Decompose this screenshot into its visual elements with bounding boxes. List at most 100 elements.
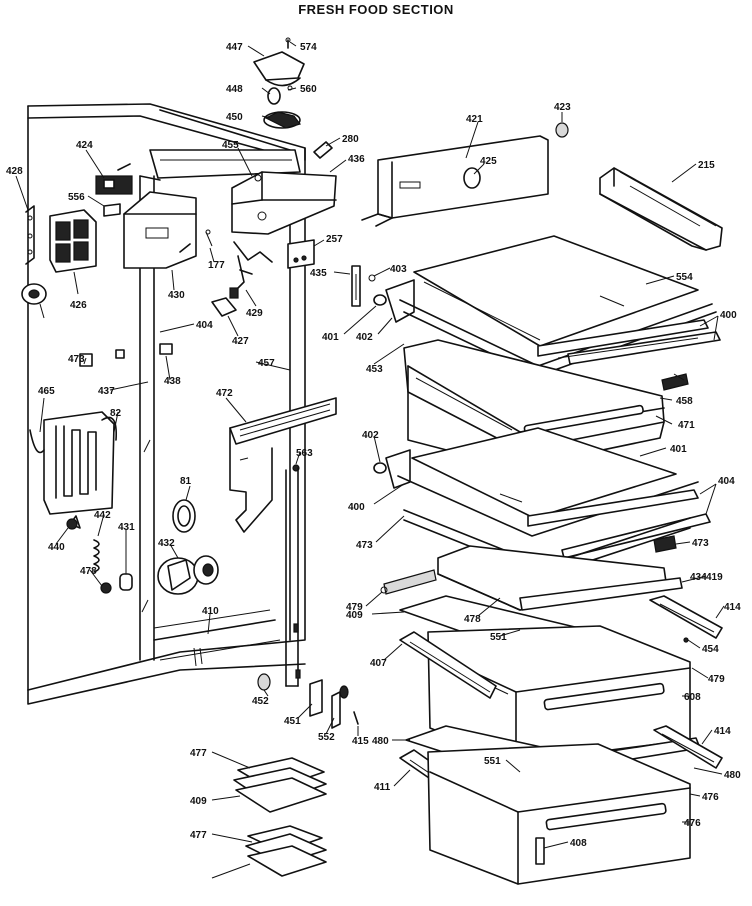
wire-harness [229,241,273,299]
terminal-block [287,239,315,269]
callout-473: 473 [692,538,709,549]
callout-434: 434 [690,572,707,583]
callout-458: 458 [676,396,693,407]
upper-glass-shelf [399,235,721,377]
callout-401: 401 [670,444,687,455]
part-438b [115,349,125,359]
callout-454: 454 [702,644,719,655]
shelf-frame-upper [373,279,415,323]
callout-410: 410 [202,606,219,617]
crisper-cover-frame [380,545,683,611]
callout-431: 431 [118,522,135,533]
callout-473: 473 [68,354,85,365]
callout-419: 419 [706,572,723,583]
callout-427: 427 [232,336,249,347]
callout-457: 457 [258,358,275,369]
heater-assembly [29,411,118,529]
callout-428: 428 [6,166,23,177]
cabinet-post [285,467,301,687]
slide-rail-479-left [399,631,497,699]
callout-424: 424 [76,140,93,151]
leader-lines [15,41,725,879]
callout-421: 421 [466,114,483,125]
callout-452: 452 [252,696,269,707]
callout-425: 425 [480,156,497,167]
callout-608: 608 [684,692,701,703]
callout-436: 436 [348,154,365,165]
callout-215: 215 [698,160,715,171]
housing-430 [123,191,213,269]
callout-478: 478 [80,566,97,577]
callout-402: 402 [362,430,379,441]
panel-421 [361,135,549,227]
callout-554: 554 [676,272,693,283]
callout-451: 451 [284,716,301,727]
callout-432: 432 [158,538,175,549]
callout-560: 560 [300,84,317,95]
callout-440: 440 [48,542,65,553]
callout-280: 280 [342,134,359,145]
callout-552: 552 [318,732,335,743]
bracket-452 [309,679,323,717]
slide-rail-upper [649,595,723,643]
callout-479: 479 [346,602,363,613]
callout-409: 409 [346,610,363,621]
top-frame [149,149,301,179]
callout-423: 423 [554,102,571,113]
thermostat-knob-cover [253,37,305,87]
light-socket-block [49,203,121,273]
callout-472: 472 [216,388,233,399]
crisper-drawer-lower [427,743,691,885]
callout-551: 551 [484,756,501,767]
callout-400: 400 [720,310,737,321]
control-housing [231,171,337,235]
screw-554 [368,274,376,282]
callout-556: 556 [68,192,85,203]
callout-177: 177 [208,260,225,271]
callout-411: 411 [374,782,391,793]
callout-404: 404 [196,320,213,331]
callout-448: 448 [226,84,243,95]
shelf-support-403 [351,265,361,307]
callout-478: 478 [464,614,481,625]
screw-552 [353,711,359,725]
part-608 [257,673,271,691]
callout-429: 429 [246,308,263,319]
spring-432 [66,518,133,594]
crisper-drawer-upper [427,625,691,763]
part-438 [79,353,93,367]
callout-471: 471 [678,420,695,431]
callout-403: 403 [390,264,407,275]
clip-280 [313,141,333,159]
bracket-428 [25,205,35,265]
callout-430: 430 [168,290,185,301]
callout-82: 82 [110,408,122,419]
callout-480: 480 [372,736,389,747]
callout-477: 477 [190,748,207,759]
callout-465: 465 [38,386,55,397]
callout-551: 551 [490,632,507,643]
diagram-title: FRESH FOOD SECTION [298,2,454,17]
callout-407: 407 [370,658,387,669]
callout-435: 435 [310,268,327,279]
callout-450: 450 [226,112,243,123]
small-pan-upper [233,757,327,813]
hinge-451 [331,685,349,729]
plug-423 [555,122,569,138]
fan-motor-442 [157,555,219,595]
callout-574: 574 [300,42,317,53]
callout-473: 473 [356,540,373,551]
dairy-bin-215 [599,167,723,251]
callout-81: 81 [180,476,192,487]
part-437 [159,343,173,355]
callout-480: 480 [724,770,741,781]
callout-442: 442 [94,510,111,521]
callout-479: 479 [708,674,725,685]
clip-435 [211,297,237,317]
callout-447: 447 [226,42,243,53]
small-pan-lower [245,825,327,877]
callout-438: 438 [164,376,181,387]
control-knob [263,85,302,129]
callout-426: 426 [70,300,87,311]
